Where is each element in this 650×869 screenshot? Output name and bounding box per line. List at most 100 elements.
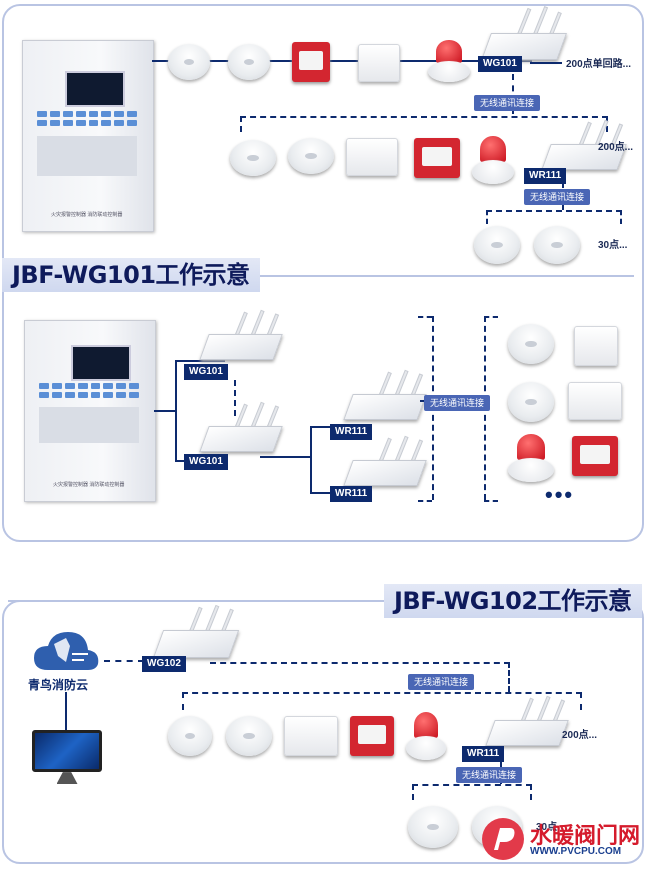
title-divider bbox=[8, 600, 384, 602]
watermark-text: 水暖阀门网 bbox=[530, 824, 641, 849]
bus-line bbox=[310, 492, 336, 494]
wireless-bracket bbox=[484, 500, 498, 502]
wireless-connection-label: 无线通讯连接 bbox=[408, 674, 475, 690]
wireless-dash bbox=[530, 784, 532, 800]
repeater-label: WR111 bbox=[330, 424, 373, 440]
heat-detector-icon bbox=[226, 716, 272, 756]
smoke-detector-icon bbox=[408, 806, 458, 848]
heat-detector-icon bbox=[508, 382, 554, 422]
fire-alarm-controller: 火灾报警控制器 消防联动控制器 bbox=[24, 320, 156, 502]
wireless-dash bbox=[234, 380, 236, 416]
bus-line bbox=[175, 360, 177, 460]
diagram-title-wg102: JBF-WG102工作示意 bbox=[384, 584, 642, 618]
gateway-wg102-device bbox=[152, 604, 240, 658]
wireless-dash bbox=[620, 210, 622, 224]
wireless-dash bbox=[412, 784, 532, 786]
bus-line bbox=[154, 410, 176, 412]
wireless-dash bbox=[580, 692, 582, 710]
controller-screen bbox=[71, 345, 131, 381]
controller-keypad bbox=[37, 111, 137, 126]
gateway-label: WG101 bbox=[478, 56, 522, 72]
bus-line bbox=[65, 692, 67, 730]
input-module-icon bbox=[346, 138, 398, 176]
manual-call-point-icon bbox=[414, 138, 460, 178]
wireless-dash bbox=[508, 662, 510, 692]
cloud-platform-label: 青鸟消防云 bbox=[28, 678, 89, 692]
wireless-dash bbox=[240, 116, 608, 118]
smoke-detector-icon bbox=[508, 324, 554, 364]
input-module-icon bbox=[358, 44, 400, 82]
heat-detector-icon bbox=[228, 44, 270, 80]
input-module-icon bbox=[574, 326, 618, 366]
repeater-label: WR111 bbox=[524, 168, 567, 184]
gateway-label: WG101 bbox=[184, 364, 228, 380]
more-devices-indicator: ••• bbox=[545, 482, 575, 507]
wireless-bracket bbox=[418, 316, 432, 318]
connector-line bbox=[530, 62, 562, 64]
repeater-label: WR111 bbox=[462, 746, 505, 762]
wireless-dash bbox=[210, 662, 510, 664]
gateway-wg101-device bbox=[199, 402, 283, 452]
controller-keypad bbox=[39, 383, 139, 398]
wireless-connection-label: 无线通讯连接 bbox=[456, 767, 523, 783]
wireless-dash bbox=[182, 692, 184, 710]
smoke-detector-icon bbox=[474, 226, 520, 264]
sounder-strobe-icon bbox=[406, 712, 446, 760]
wireless-bracket bbox=[484, 316, 498, 318]
controller-caption: 火灾报警控制器 消防联动控制器 bbox=[51, 212, 123, 218]
wireless-connection-label: 无线通讯连接 bbox=[424, 395, 491, 411]
manual-call-point-icon bbox=[292, 42, 330, 82]
controller-screen bbox=[65, 71, 125, 107]
repeater-wr111-device bbox=[343, 370, 427, 420]
cloud-platform-icon bbox=[34, 632, 99, 670]
point-count-sub: 30点... bbox=[598, 240, 628, 251]
heat-detector-icon bbox=[534, 226, 580, 264]
sounder-strobe-icon bbox=[508, 434, 554, 482]
watermark-logo bbox=[482, 818, 524, 860]
repeater-wr111-device bbox=[343, 436, 427, 486]
gateway-wg101-device bbox=[199, 310, 283, 360]
wireless-dash bbox=[486, 210, 488, 224]
wireless-connection-label: 无线通讯连接 bbox=[524, 189, 591, 205]
point-count-repeater: 200点... bbox=[598, 142, 634, 153]
bus-line bbox=[175, 360, 225, 362]
smoke-detector-icon bbox=[168, 716, 212, 756]
repeater-label: WR111 bbox=[330, 486, 373, 502]
point-count-main: 200点单回路... bbox=[566, 59, 632, 70]
controller-caption: 火灾报警控制器 消防联动控制器 bbox=[53, 482, 125, 488]
fire-alarm-controller: 火灾报警控制器 消防联动控制器 bbox=[22, 40, 154, 232]
controller-panel-strip bbox=[37, 136, 137, 176]
wireless-dash bbox=[104, 660, 144, 662]
bus-line bbox=[310, 426, 336, 428]
gateway-label: WG101 bbox=[184, 454, 228, 470]
wireless-connection-label: 无线通讯连接 bbox=[474, 95, 541, 111]
watermark-url: WWW.PVCPU.COM bbox=[530, 846, 622, 857]
sounder-strobe-icon bbox=[472, 136, 514, 184]
wireless-dash bbox=[512, 74, 514, 114]
smoke-detector-icon bbox=[230, 140, 276, 176]
manual-call-point-icon bbox=[350, 716, 394, 756]
repeater-wr111-device bbox=[485, 696, 569, 746]
monitoring-computer-icon bbox=[32, 730, 102, 784]
bus-line bbox=[152, 60, 532, 62]
title-divider bbox=[260, 275, 634, 277]
wireless-dash bbox=[412, 784, 414, 800]
wireless-dash bbox=[486, 210, 622, 212]
sounder-strobe-icon bbox=[428, 40, 470, 82]
wireless-dash bbox=[182, 692, 582, 694]
controller-panel-strip bbox=[39, 407, 139, 443]
input-module-icon bbox=[568, 382, 622, 420]
point-count-sub: 30点 bbox=[536, 822, 558, 833]
bus-line bbox=[260, 456, 310, 458]
smoke-detector-icon bbox=[168, 44, 210, 80]
wireless-bracket bbox=[418, 500, 432, 502]
manual-call-point-icon bbox=[572, 436, 618, 476]
gateway-wg101-device bbox=[481, 5, 567, 60]
gateway-label: WG102 bbox=[142, 656, 186, 672]
wireless-dash bbox=[240, 116, 242, 132]
heat-detector-icon bbox=[288, 138, 334, 174]
bus-line bbox=[310, 426, 312, 492]
input-module-icon bbox=[284, 716, 338, 756]
diagram-title-wg101: JBF-WG101工作示意 bbox=[2, 258, 260, 292]
point-count-main: 200点... bbox=[562, 730, 598, 741]
